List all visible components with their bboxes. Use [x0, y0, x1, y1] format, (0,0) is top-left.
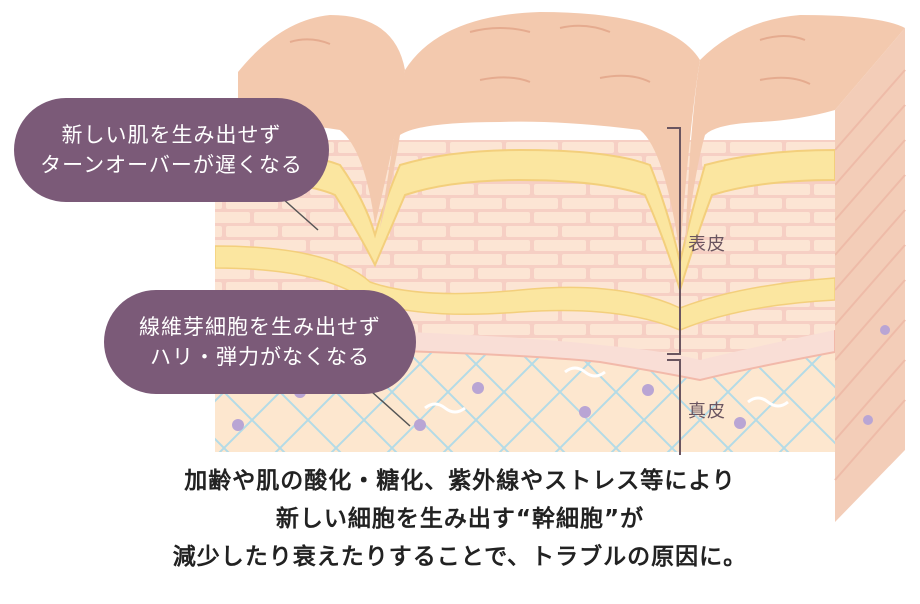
callout-pointer: [281, 197, 319, 231]
label-dermis: 真皮: [688, 401, 726, 422]
side-face-bricks: [834, 69, 906, 481]
skin-surface: [380, 12, 700, 255]
surface-wrinkles: [289, 24, 811, 85]
label-epidermis: 表皮: [688, 234, 726, 255]
dermis-fibers: [424, 366, 789, 414]
side-face: [835, 28, 905, 522]
caption-line: 新しい細胞を生み出す“幹細胞”が: [275, 506, 645, 532]
caption: 加齢や肌の酸化・糖化、紫外線やストレス等により 新しい細胞を生み出す“幹細胞”が…: [0, 462, 920, 576]
side-cell: [880, 325, 890, 335]
caption-line: 減少したり衰えたりすることで、トラブルの原因に。: [172, 544, 748, 570]
skin-surface: [685, 15, 905, 250]
layer-bracket: [667, 127, 681, 455]
side-cell: [863, 415, 873, 425]
skin-surface: [238, 15, 405, 225]
callout-turnover: 新しい肌を生み出せず ターンオーバーが遅くなる: [14, 98, 329, 202]
callout-line: 新しい肌を生み出せず: [61, 123, 282, 147]
caption-line: 加齢や肌の酸化・糖化、紫外線やストレス等により: [184, 468, 736, 494]
callout-line: 線維芽細胞を生み出せず: [139, 315, 381, 339]
callout-elasticity: 線維芽細胞を生み出せず ハリ・弾力がなくなる: [104, 290, 416, 394]
callout-pointer: [371, 391, 411, 427]
callout-line: ハリ・弾力がなくなる: [150, 345, 370, 369]
callout-line: ターンオーバーが遅くなる: [40, 153, 303, 177]
granular-layer: [215, 148, 835, 294]
